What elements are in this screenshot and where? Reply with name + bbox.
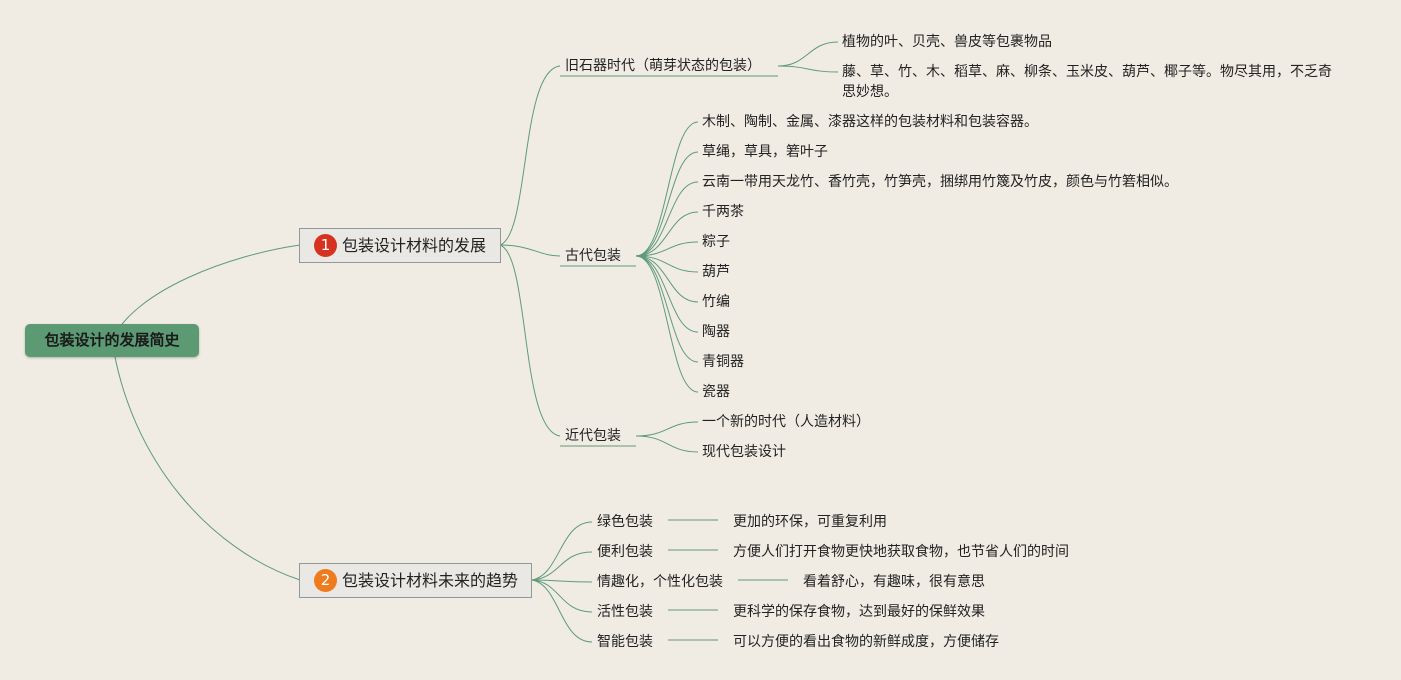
link-g1-i2 (777, 65, 839, 73)
link-b1-g2 (499, 244, 561, 257)
link-b1-g1 (499, 65, 561, 246)
topic-item[interactable]: 葫芦 (702, 264, 730, 280)
topic-item[interactable]: 藤、草、竹、木、稻草、麻、柳条、玉米皮、葫芦、椰子等。物尽其用，不乏奇 (842, 64, 1332, 80)
topic-item[interactable]: 草绳，草具，箬叶子 (702, 144, 828, 160)
trend-description[interactable]: 可以方便的看出食物的新鲜成度，方便储存 (733, 634, 999, 650)
branch-title: 包装设计材料未来的趋势 (342, 571, 519, 590)
trend-description[interactable]: 看着舒心，有趣味，很有意思 (803, 574, 985, 590)
topic-item[interactable]: 竹编 (702, 294, 730, 310)
topic-item[interactable]: 云南一带用天龙竹、香竹壳，竹笋壳，捆绑用竹篾及竹皮，颜色与竹箬相似。 (702, 174, 1178, 190)
trend-label[interactable]: 活性包装 (597, 604, 653, 620)
link-b1-g3 (499, 244, 561, 437)
group-paleolithic[interactable]: 旧石器时代（萌芽状态的包装） (565, 58, 761, 74)
topic-item[interactable]: 植物的叶、贝壳、兽皮等包裹物品 (842, 34, 1052, 50)
trend-label[interactable]: 便利包装 (597, 544, 653, 560)
group-modern[interactable]: 近代包装 (565, 428, 621, 444)
topic-item[interactable]: 一个新的时代（人造材料） (702, 414, 870, 430)
link-root-branch2 (111, 339, 301, 581)
trend-label[interactable]: 绿色包装 (597, 514, 653, 530)
topic-item-continued: 思妙想。 (842, 84, 898, 100)
trend-description[interactable]: 方便人们打开食物更快地获取食物，也节省人们的时间 (733, 544, 1069, 560)
topic-item[interactable]: 现代包装设计 (702, 444, 786, 460)
branch-materials-development[interactable]: 1 包装设计材料的发展 (299, 228, 501, 263)
link-g1-i1 (777, 41, 839, 67)
trend-label[interactable]: 情趣化，个性化包装 (597, 574, 723, 590)
trend-description[interactable]: 更科学的保存食物，达到最好的保鲜效果 (733, 604, 985, 620)
topic-item[interactable]: 瓷器 (702, 384, 730, 400)
link-root-branch1 (111, 244, 301, 341)
topic-item[interactable]: 粽子 (702, 234, 730, 250)
topic-item[interactable]: 千两茶 (702, 204, 744, 220)
topic-item[interactable]: 木制、陶制、金属、漆器这样的包装材料和包装容器。 (702, 114, 1038, 130)
root-node[interactable]: 包装设计的发展简史 (25, 324, 199, 357)
group-ancient[interactable]: 古代包装 (565, 248, 621, 264)
priority-1-badge: 1 (314, 234, 337, 257)
priority-2-badge: 2 (314, 569, 337, 592)
topic-item[interactable]: 青铜器 (702, 354, 744, 370)
trend-description[interactable]: 更加的环保，可重复利用 (733, 514, 887, 530)
trend-label[interactable]: 智能包装 (597, 634, 653, 650)
topic-item[interactable]: 陶器 (702, 324, 730, 340)
branch-future-trends[interactable]: 2 包装设计材料未来的趋势 (299, 563, 532, 598)
branch-title: 包装设计材料的发展 (342, 236, 487, 255)
